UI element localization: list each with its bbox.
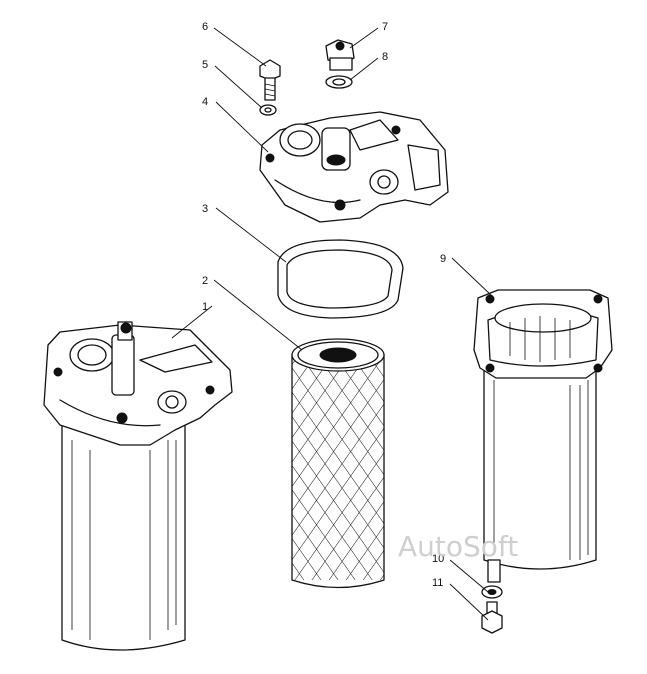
callout-6: 6: [202, 21, 208, 33]
callout-8: 8: [382, 51, 388, 63]
plug-part: [325, 39, 355, 71]
filter-element-part: [291, 338, 385, 589]
callout-labels: 1 2 3 4 5 6 7 8 9 10 11: [202, 21, 446, 589]
bolt-part: [259, 59, 281, 101]
callout-3: 3: [202, 203, 208, 215]
sealing-ring-part: [277, 239, 404, 319]
drain-washer-part: [481, 585, 503, 599]
housing-part: [473, 289, 613, 583]
callout-5: 5: [202, 59, 208, 71]
leader-lines: [171, 27, 493, 621]
assembled-filter-part: [43, 321, 233, 651]
callout-10: 10: [432, 553, 444, 565]
callout-1: 1: [202, 301, 208, 313]
callout-9: 9: [440, 253, 446, 265]
filter-head-part: [259, 111, 449, 223]
callout-2: 2: [202, 275, 208, 287]
callout-11: 11: [432, 577, 443, 589]
spring-washer-part: [259, 104, 277, 116]
callout-4: 4: [202, 96, 208, 108]
drain-plug-part: [481, 601, 503, 634]
watermark: AutoSoft: [398, 530, 518, 563]
callout-7: 7: [382, 21, 388, 33]
gasket-part: [325, 75, 353, 89]
